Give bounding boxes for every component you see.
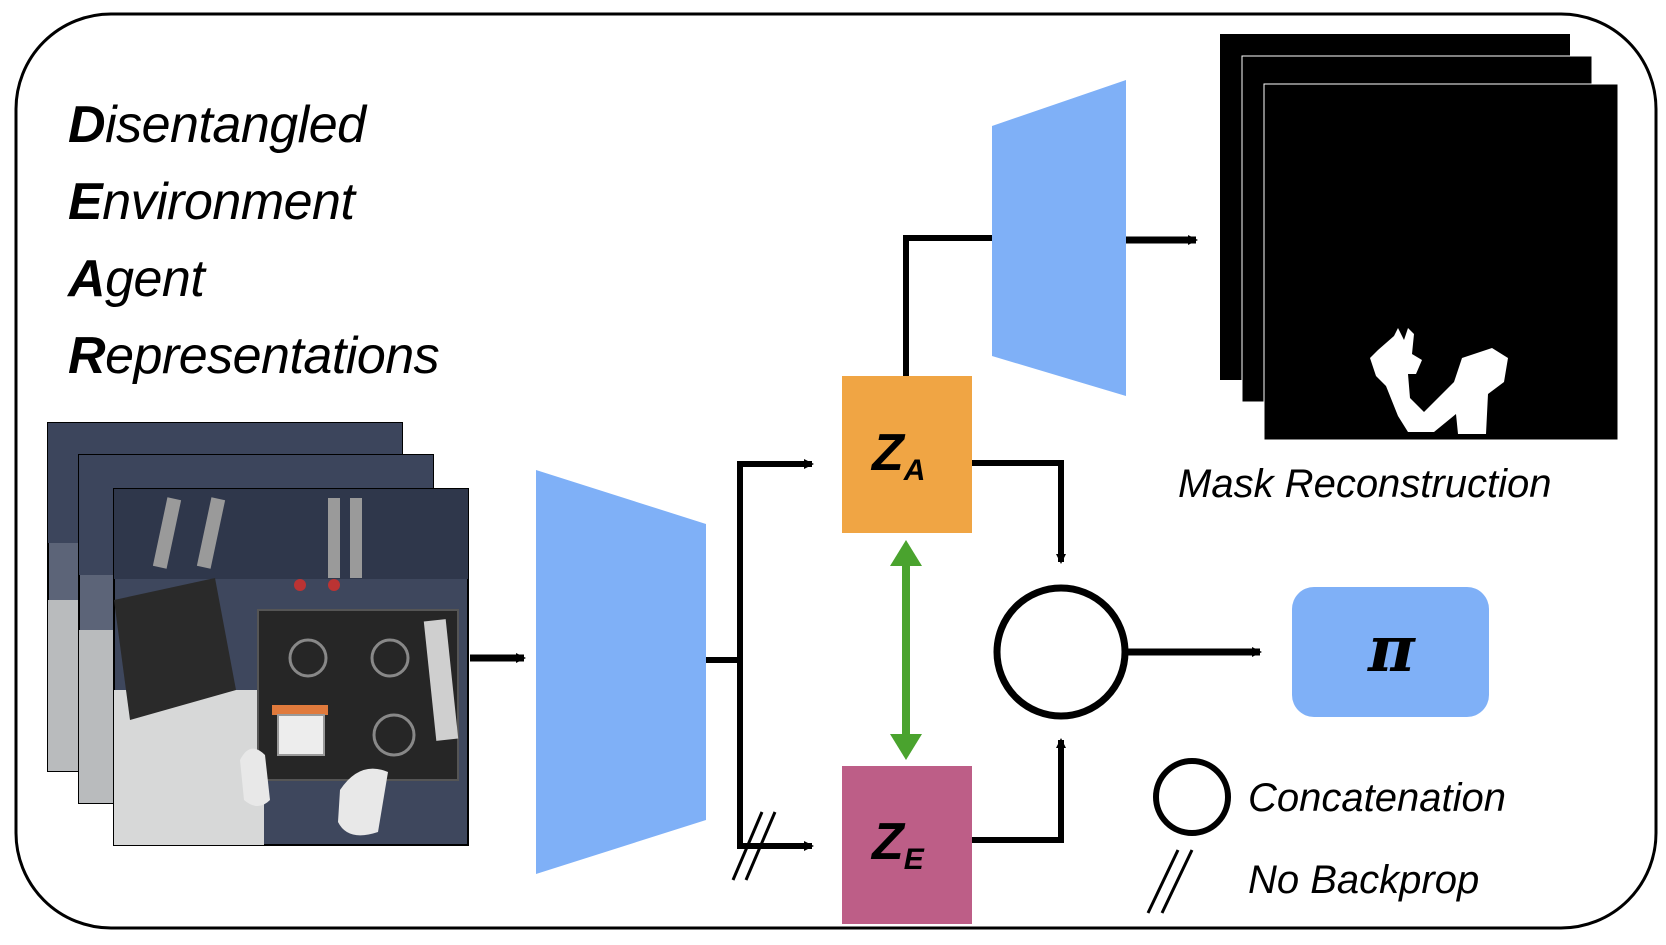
title-line-1: Disentangled	[68, 95, 366, 155]
mask-stack	[1220, 34, 1619, 441]
agent-to-concat-path	[972, 460, 1066, 564]
policy-symbol: π	[1368, 612, 1415, 687]
env-latent-label: ZE	[872, 812, 924, 876]
env-latent-symbol: Z	[872, 813, 904, 871]
title-line-3: Agent	[68, 249, 205, 309]
mask-robot-silhouette	[1370, 328, 1508, 434]
agent-to-decoder-path	[903, 235, 992, 376]
title-initial-a: A	[68, 250, 106, 308]
input-frames	[47, 422, 469, 846]
decoder-trapezoid	[992, 80, 1126, 396]
mask-caption: Mask Reconstruction	[1178, 462, 1552, 506]
input-frame-front	[113, 488, 469, 846]
concat-circle	[993, 584, 1129, 720]
title-rest-3: gent	[105, 250, 205, 308]
title-rest-4: epresentations	[105, 327, 440, 385]
env-latent-subscript: E	[903, 843, 924, 876]
legend-nobackprop-label: No Backprop	[1248, 858, 1480, 902]
title-initial-r: R	[68, 327, 106, 385]
policy-box	[1292, 587, 1489, 717]
encoder-trapezoid	[536, 470, 706, 874]
env-to-concat-path	[972, 738, 1066, 843]
encoder-split	[706, 459, 814, 851]
env-latent-box	[842, 766, 972, 924]
legend-nobackprop-icon	[1146, 849, 1194, 914]
agent-latent-subscript: A	[903, 454, 926, 487]
legend-concat-label: Concatenation	[1248, 776, 1506, 820]
agent-latent-label: ZA	[872, 423, 925, 487]
contrast-arrow	[890, 540, 922, 760]
title-initial-d: D	[68, 96, 106, 154]
title-line-2: Environment	[68, 172, 355, 232]
agent-latent-symbol: Z	[872, 424, 904, 482]
no-backprop-marks	[731, 811, 777, 881]
title-rest-2: nvironment	[102, 173, 355, 231]
agent-latent-box	[842, 376, 972, 533]
title-rest-1: isentangled	[105, 96, 366, 154]
outer-frame	[14, 12, 1658, 930]
title-line-4: Representations	[68, 326, 440, 386]
legend-concat-icon	[1153, 758, 1231, 836]
title-initial-e: E	[68, 173, 103, 231]
